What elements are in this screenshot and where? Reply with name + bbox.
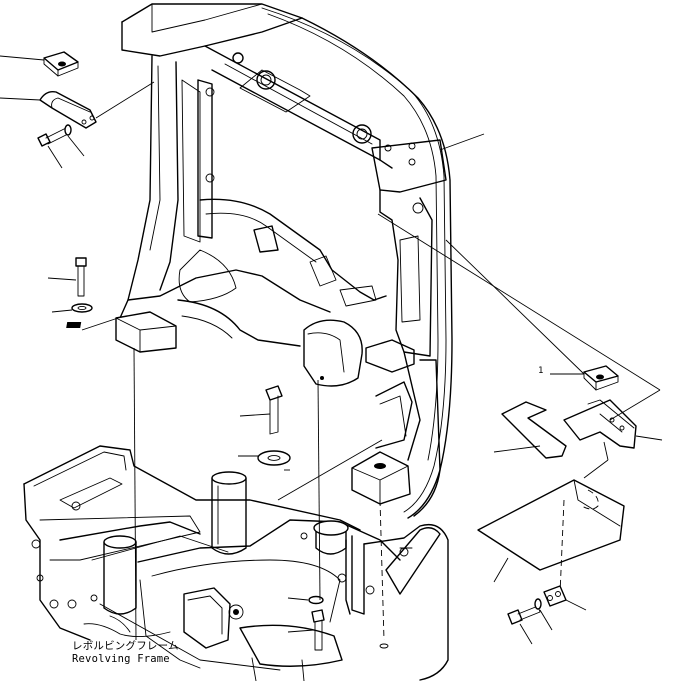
caption-english: Revolving Frame: [72, 653, 170, 665]
lower-center-hardware: [287, 595, 325, 651]
right-hardware: [477, 365, 663, 645]
revolving-frame: [23, 445, 449, 681]
left-hardware: [0, 51, 383, 501]
cover-plate-callout: 1: [538, 366, 544, 376]
caption-japanese: レボルビングフレーム: [72, 640, 179, 652]
assembly-leaders: [133, 133, 661, 649]
counterweight-frame: [66, 3, 453, 519]
revolving-frame-caption: レボルビングフレーム Revolving Frame: [72, 640, 179, 666]
